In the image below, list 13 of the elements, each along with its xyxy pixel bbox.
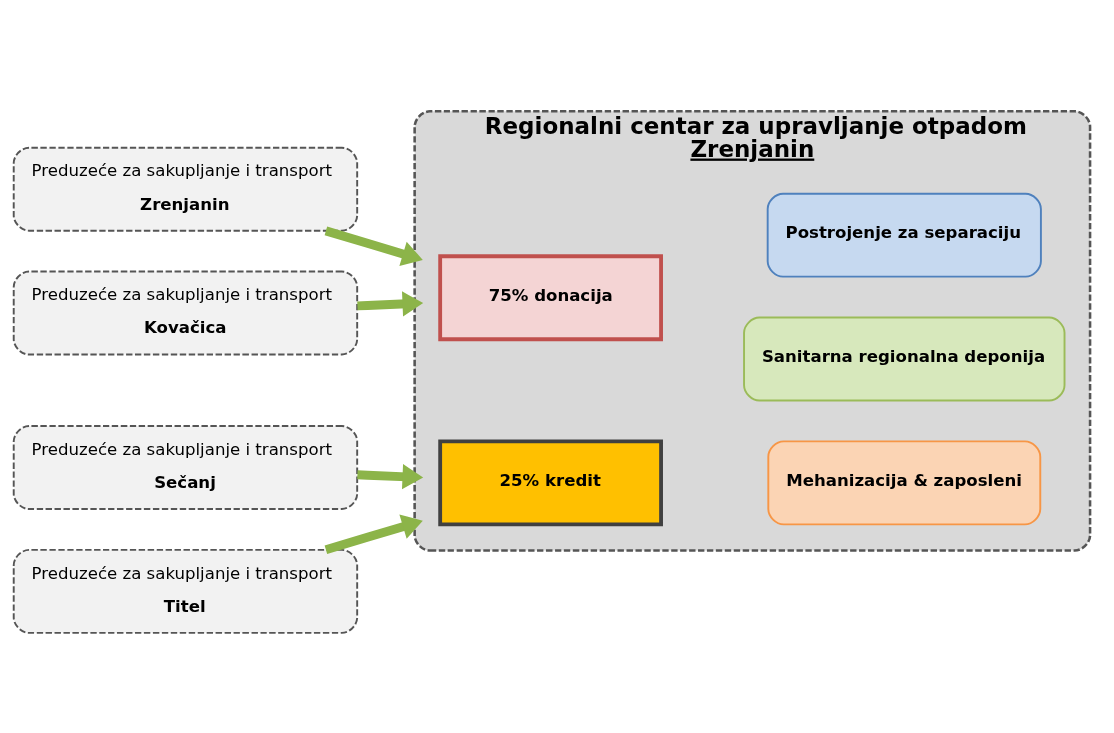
node-box: 75% donacija [438,253,663,341]
arrow [357,463,424,489]
node-box: Preduzeće za sakupljanje i transport Titel [12,548,359,634]
arrow [324,226,423,266]
node-box: Preduzeće za sakupljanje i transport Zrenjanin [12,146,359,232]
node-box: Preduzeće za sakupljanje i transport Kovačica [12,270,359,355]
arrow [324,514,423,554]
arrow [357,290,424,317]
node-box: Mehanizacija & zaposleni [767,439,1042,525]
node-box: Preduzeće za sakupljanje i transport Sečanj [12,424,359,510]
node-box: Postrojenje za separaciju [766,192,1042,278]
node-box: Sanitarna regionalna deponija [743,316,1066,401]
node-box: 25% kredit [438,438,663,526]
